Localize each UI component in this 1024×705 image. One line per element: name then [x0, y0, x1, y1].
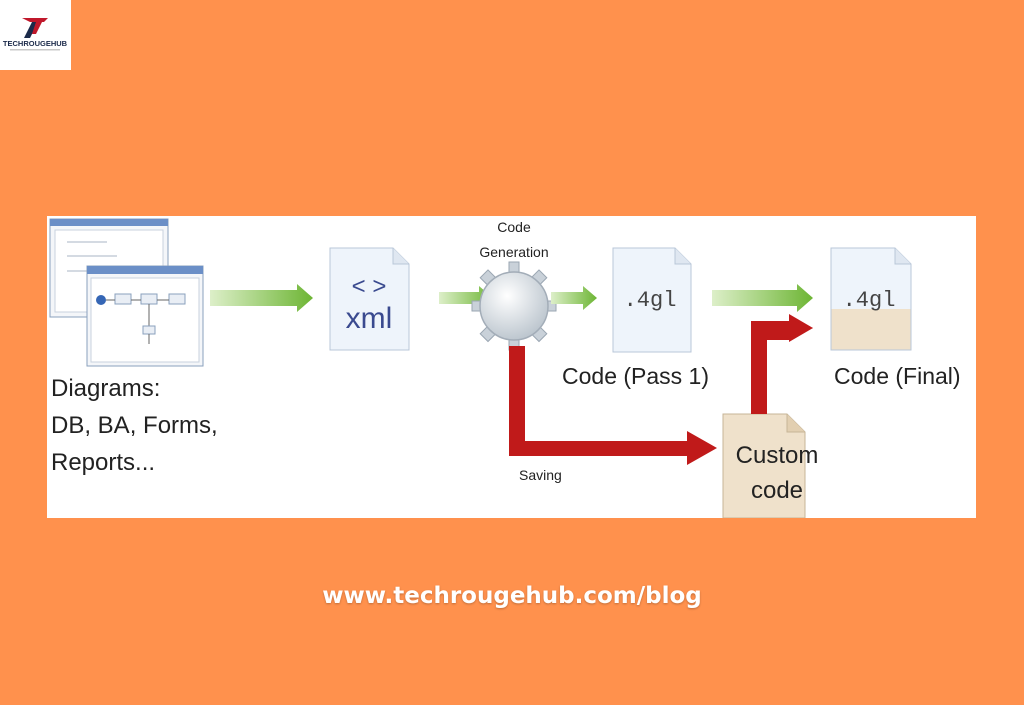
diagrams-screenshot-icon [49, 218, 204, 367]
saving-label: Saving [519, 467, 562, 483]
diagram-panel: Diagrams: DB, BA, Forms, Reports... < > … [47, 216, 976, 518]
gear-icon [471, 261, 557, 351]
xml-symbol: < > [352, 273, 387, 300]
logo-mark-icon [22, 18, 48, 38]
final-file-icon [830, 247, 912, 351]
xml-label: xml [346, 302, 393, 335]
pass1-file-icon [612, 247, 692, 353]
final-file-extension: .4gl [843, 288, 896, 313]
custom-code-label-line-2: code [751, 477, 803, 504]
custom-code-label-line-1: Custom [736, 442, 819, 469]
green-arrow-3 [551, 286, 597, 310]
final-label: Code (Final) [834, 363, 961, 389]
footer-url[interactable]: www.techrougehub.com/blog [322, 583, 702, 609]
code-generation-label-line-2: Generation [479, 244, 548, 260]
custom-code-file-icon [722, 413, 806, 518]
xml-file-icon [329, 247, 410, 351]
logo: TECHROUGEHUB [0, 0, 71, 70]
red-final-arrow-shaft [751, 319, 813, 414]
diagrams-label-line-3: Reports... [51, 449, 155, 476]
pass1-file-extension: .4gl [624, 288, 677, 313]
logo-brand-text: TECHROUGEHUB [3, 39, 68, 48]
diagrams-label-line-1: Diagrams: [51, 375, 160, 402]
red-saving-arrow [509, 346, 717, 465]
green-arrow-1 [210, 284, 313, 312]
pass1-label: Code (Pass 1) [562, 363, 709, 389]
diagrams-label-line-2: DB, BA, Forms, [51, 412, 218, 439]
code-generation-label-line-1: Code [497, 219, 531, 235]
logo-tagline-line [10, 49, 60, 51]
green-arrow-4 [712, 284, 813, 312]
